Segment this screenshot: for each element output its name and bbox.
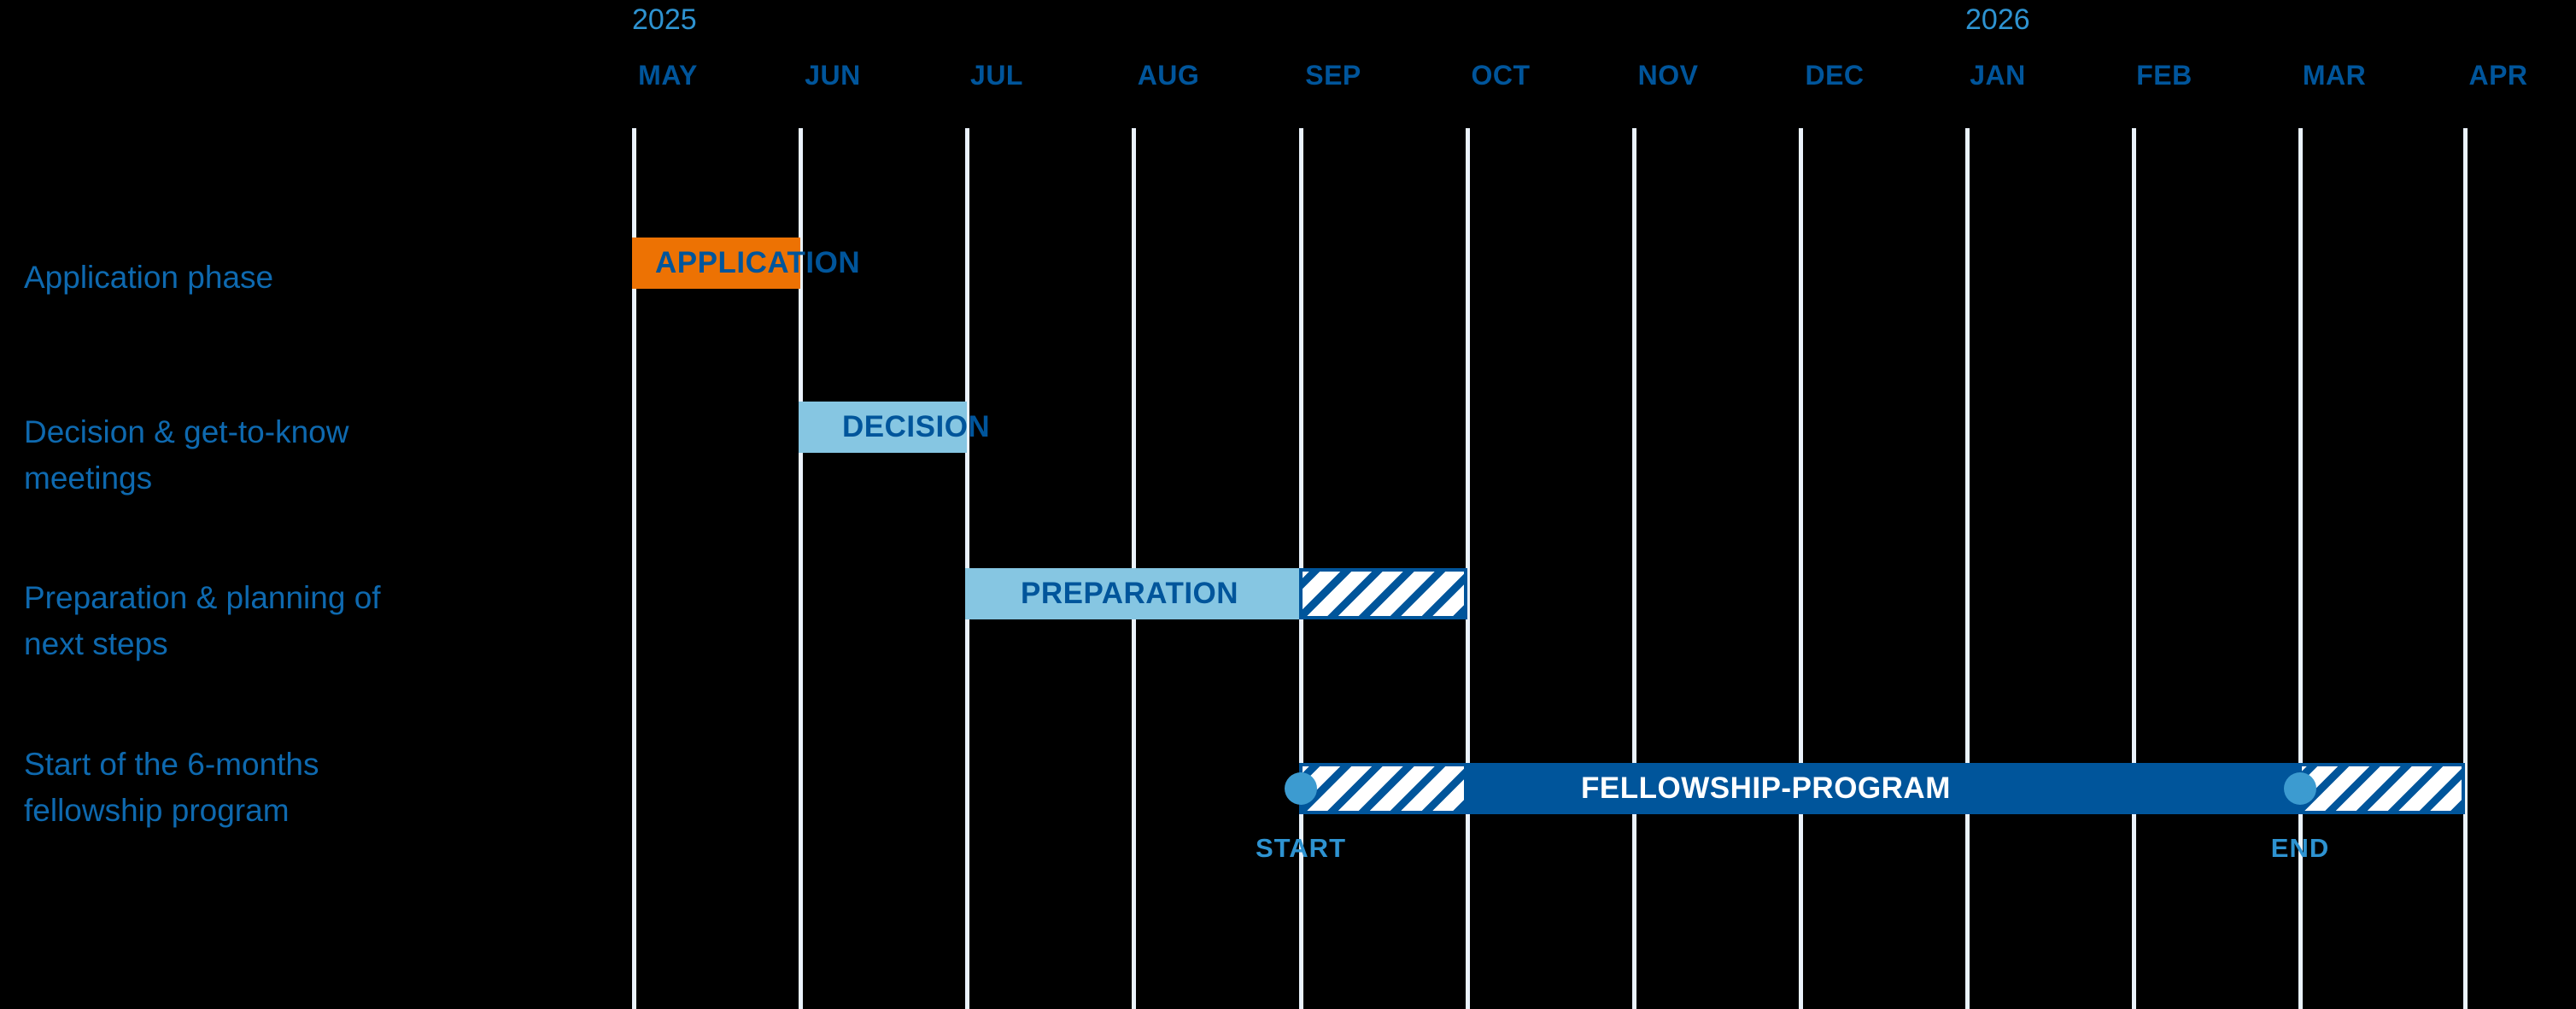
month-label-jan: JAN (1970, 60, 2026, 91)
bar-decision[interactable] (799, 402, 967, 453)
gridline-apr (2463, 128, 2468, 1009)
gridline-mar (2298, 128, 2303, 1009)
bar-fellowship-program[interactable] (1466, 763, 2300, 814)
bar-fellowship-hatched-end[interactable] (2298, 763, 2465, 814)
month-label-dec: DEC (1805, 60, 1865, 91)
start-milestone-label: START (1255, 833, 1347, 863)
row-label-application-phase: Application phase (24, 260, 274, 295)
bar-application[interactable] (632, 238, 800, 289)
month-label-mar: MAR (2302, 60, 2367, 91)
month-label-may: MAY (638, 60, 698, 91)
gridline-nov (1632, 128, 1636, 1009)
bar-caption-decision: DECISION (842, 410, 991, 443)
end-milestone-dot[interactable] (2284, 772, 2316, 805)
bar-fellowship-hatched-start[interactable] (1299, 763, 1467, 814)
row-label-decision-meetings: Decision & get-to-know meetings (24, 414, 349, 496)
bar-caption-fellowship: FELLOWSHIP-PROGRAM (1581, 771, 1951, 805)
gridline-may (632, 128, 636, 1009)
gridline-dec (1799, 128, 1803, 1009)
month-label-jun: JUN (805, 60, 861, 91)
bar-caption-application: APPLICATION (655, 246, 861, 279)
row-label-fellowship-start: Start of the 6-months fellowship program (24, 747, 319, 828)
gridline-jun (799, 128, 803, 1009)
gridline-jan (1965, 128, 1970, 1009)
month-label-feb: FEB (2136, 60, 2193, 91)
year-label-2025: 2025 (632, 3, 697, 36)
row-label-preparation-planning: Preparation & planning of next steps (24, 580, 381, 661)
end-milestone-label: END (2270, 833, 2330, 863)
bar-preparation[interactable] (965, 568, 1302, 619)
gridline-feb (2132, 128, 2136, 1009)
bar-preparation-hatched-extension[interactable] (1299, 568, 1467, 619)
gridline-oct (1466, 128, 1470, 1009)
bar-caption-preparation: PREPARATION (1021, 577, 1239, 610)
month-label-apr: APR (2468, 60, 2528, 91)
month-label-oct: OCT (1471, 60, 1531, 91)
month-label-nov: NOV (1637, 60, 1699, 91)
month-label-aug: AUG (1137, 60, 1200, 91)
start-milestone-dot[interactable] (1285, 772, 1317, 805)
month-label-jul: JUL (970, 60, 1023, 91)
year-label-2026: 2026 (1965, 3, 2030, 36)
month-label-sep: SEP (1305, 60, 1361, 91)
